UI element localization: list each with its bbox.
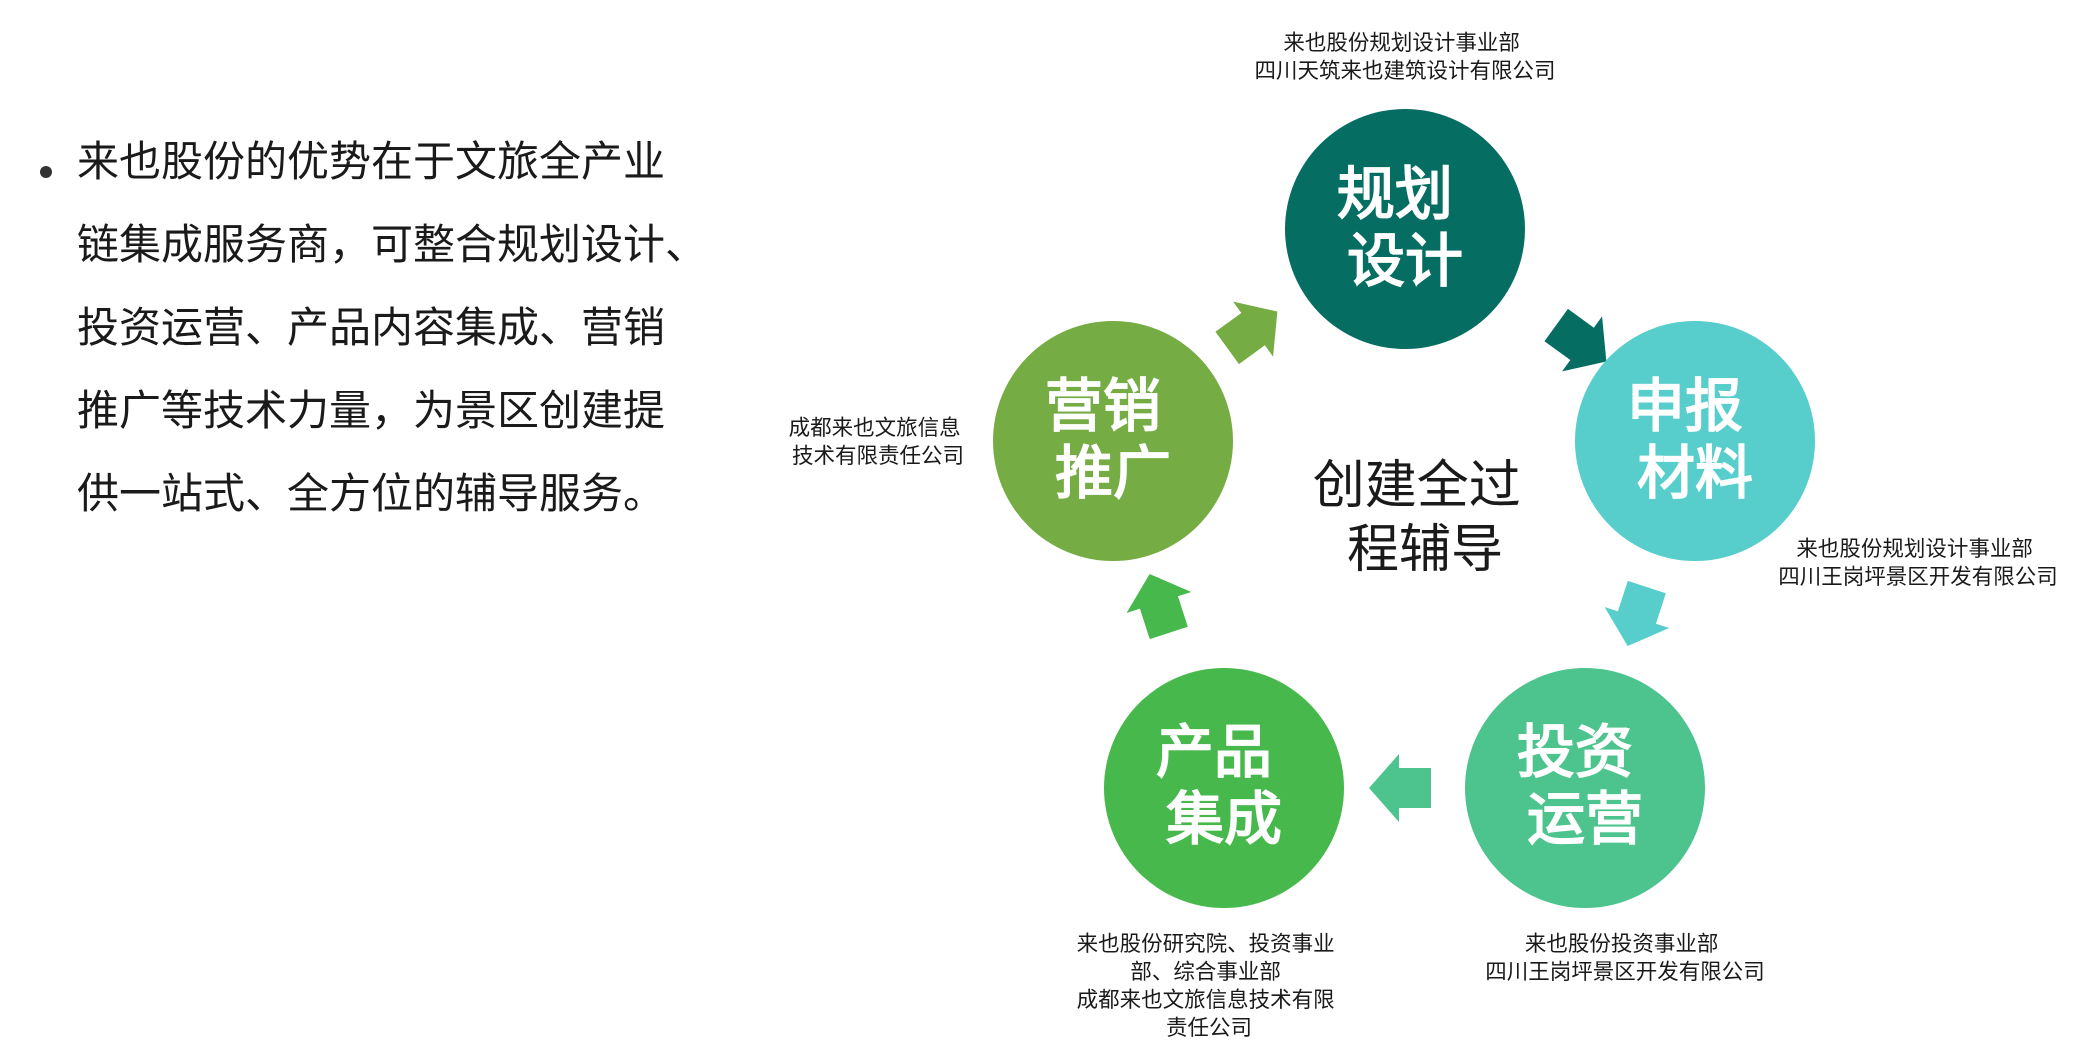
caption-line: 成都来也文旅信息技术有限 [1077, 988, 1335, 1013]
caption-line: 来也股份研究院、投资事业 [1077, 932, 1335, 957]
caption-line: 四川天筑来也建筑设计有限公司 [1254, 59, 1555, 84]
node-products-label: 产品 集成 [1156, 718, 1292, 853]
caption-operations: 来也股份投资事业部 四川王岗坪景区开发有限公司 [1485, 932, 1765, 985]
node-marketing-line: 推广 [1055, 439, 1171, 507]
caption-materials: 来也股份规划设计事业部 四川王岗坪景区开发有限公司 [1778, 537, 2058, 590]
arrow-planning-to-materials [1544, 308, 1607, 372]
bullet-line: 推广等技术力量，为景区创建提 [77, 386, 666, 435]
caption-line: 来也股份规划设计事业部 [1283, 31, 1520, 56]
node-marketing-line: 营销 [1045, 372, 1161, 440]
node-materials-line: 材料 [1637, 439, 1753, 507]
node-materials-circle [1575, 321, 1815, 561]
node-planning-line: 规划 [1337, 160, 1453, 228]
bullet-line: 来也股份的优势在于文旅全产业 [77, 137, 666, 186]
node-planning-line: 设计 [1347, 227, 1463, 295]
arrow-operations-to-products [1369, 754, 1431, 822]
node-materials-line: 申报 [1627, 372, 1743, 440]
center-title-line: 程辅导 [1347, 520, 1503, 580]
node-operations-line: 运营 [1527, 785, 1643, 853]
node-materials-label: 申报 材料 [1627, 372, 1763, 507]
caption-line: 来也股份规划设计事业部 [1796, 537, 2033, 562]
caption-line: 四川王岗坪景区开发有限公司 [1778, 565, 2058, 590]
arrow-marketing-to-planning [1215, 301, 1278, 365]
caption-line: 责任公司 [1166, 1016, 1252, 1041]
bullet-line: 供一站式、全方位的辅导服务。 [77, 469, 666, 518]
caption-line: 部、综合事业部 [1130, 960, 1281, 985]
node-operations-line: 投资 [1517, 718, 1633, 786]
caption-planning: 来也股份规划设计事业部 四川天筑来也建筑设计有限公司 [1254, 31, 1555, 84]
arrow-materials-to-operations [1604, 580, 1670, 647]
bullet-line: 投资运营、产品内容集成、营销 [77, 303, 666, 352]
caption-line: 技术有限责任公司 [792, 444, 964, 469]
node-products-circle [1104, 668, 1344, 908]
bullet-line: 链集成服务商，可整合规划设计、 [77, 220, 708, 269]
node-planning-circle [1285, 109, 1525, 349]
node-products-line: 集成 [1165, 785, 1282, 853]
caption-line: 来也股份投资事业部 [1525, 932, 1719, 957]
caption-line: 成都来也文旅信息 [789, 416, 961, 441]
node-operations-label: 投资 运营 [1517, 718, 1653, 853]
node-operations-circle [1465, 668, 1705, 908]
node-planning-label: 规划 设计 [1337, 160, 1473, 295]
center-title: 创建全过 程辅导 [1313, 456, 1538, 580]
bullet-dot-icon [40, 166, 52, 178]
caption-marketing: 成都来也文旅信息 技术有限责任公司 [789, 416, 968, 469]
node-marketing-circle [993, 321, 1233, 561]
caption-line: 四川王岗坪景区开发有限公司 [1485, 960, 1765, 985]
node-products-line: 产品 [1156, 718, 1272, 786]
node-marketing-label: 营销 推广 [1045, 372, 1181, 507]
center-title-line: 创建全过 [1313, 456, 1521, 516]
arrow-products-to-marketing [1126, 573, 1192, 640]
caption-products: 来也股份研究院、投资事业 部、综合事业部 成都来也文旅信息技术有限 责任公司 [1077, 932, 1342, 1041]
